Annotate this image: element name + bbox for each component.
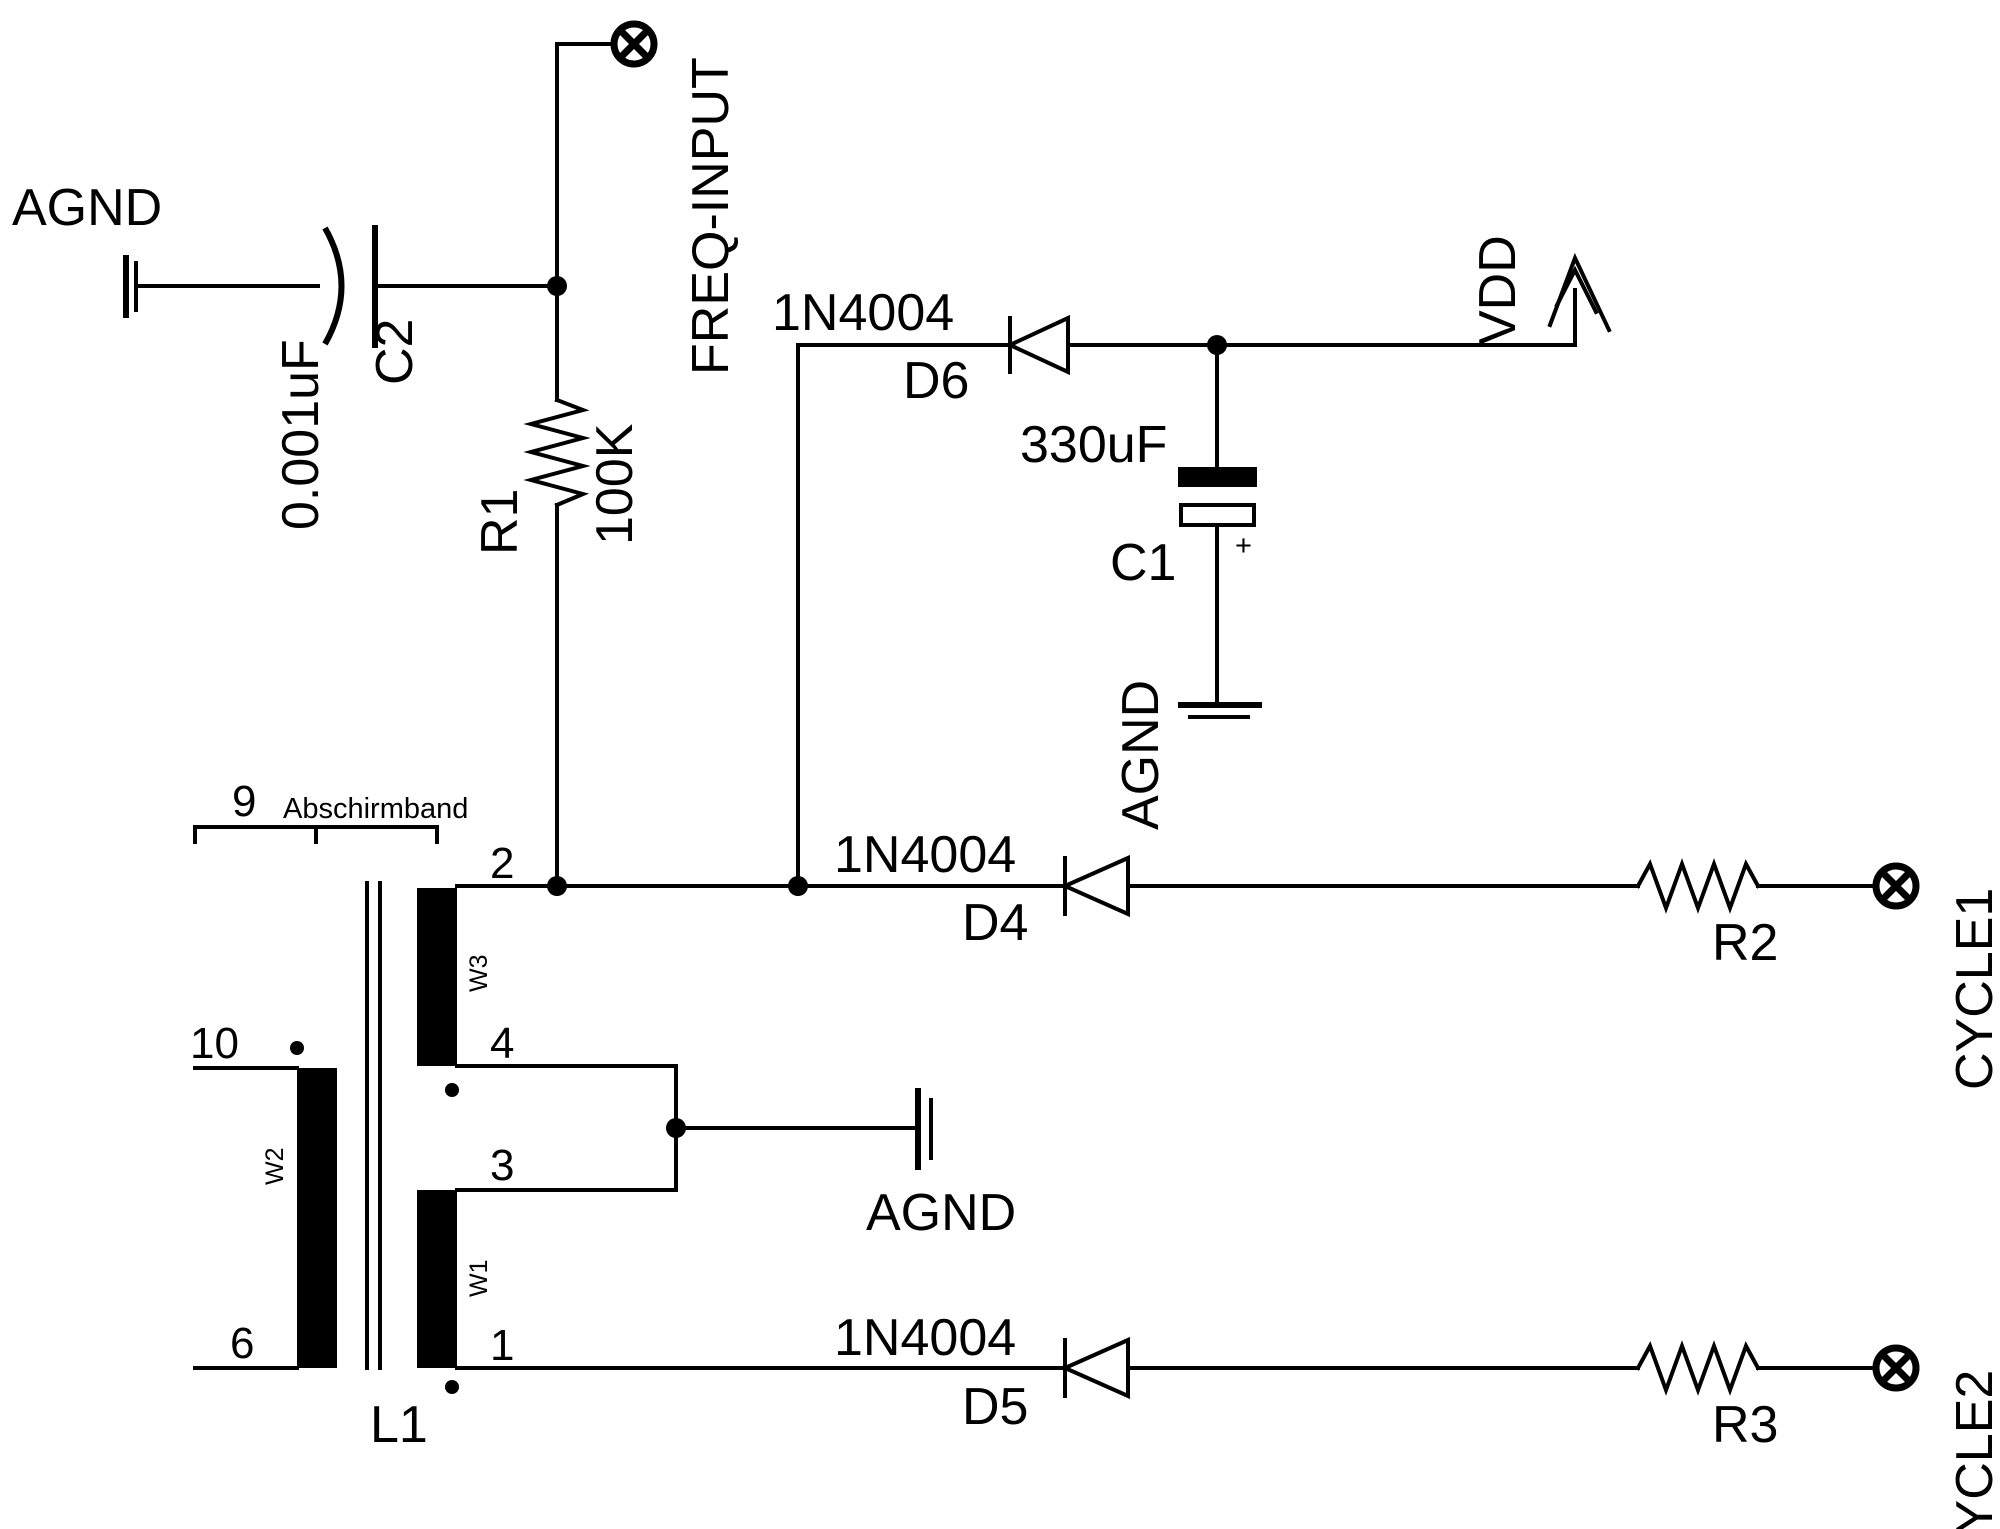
c2-value-label: 0.001uF (272, 339, 330, 530)
c1-value-label: 330uF (1020, 416, 1167, 474)
resistor-r3 (1635, 1340, 1761, 1396)
pin6-label: 6 (230, 1319, 254, 1368)
c1-polarity-label: + (1235, 530, 1252, 562)
d5-part-label: 1N4004 (834, 1309, 1016, 1367)
agnd-ground-transformer (915, 1088, 933, 1170)
c1-ref-label: C1 (1110, 534, 1176, 592)
freq-input-terminal (610, 20, 658, 68)
d4-part-label: 1N4004 (834, 826, 1016, 884)
pin2-label: 2 (490, 839, 514, 888)
cycle1-terminal (1872, 862, 1920, 910)
cycle2-terminal (1872, 1344, 1920, 1392)
junction-pin2-r1 (547, 876, 567, 896)
w1-label: W1 (465, 1260, 493, 1298)
junction-pin2-d6 (788, 876, 808, 896)
winding-w3 (417, 888, 457, 1066)
shield-band (193, 825, 439, 844)
r3-ref-label: R3 (1712, 1396, 1778, 1454)
w2-label: W2 (261, 1148, 289, 1186)
d6-ref-label: D6 (903, 352, 969, 410)
freq-input-label: FREQ-INPUT (682, 57, 740, 375)
cycle1-label: CYCLE1 (1946, 888, 2000, 1090)
polarity-dot-w2 (290, 1041, 304, 1055)
r1-value-label: 100K (586, 423, 644, 545)
transformer-core (365, 881, 382, 1370)
winding-w2 (297, 1068, 337, 1368)
pin3-label: 3 (490, 1141, 514, 1190)
agnd-ground-c1 (1178, 702, 1262, 719)
r1-ref-label: R1 (471, 489, 529, 555)
shield-band-label: Abschirmband (283, 793, 468, 825)
winding-w1 (417, 1190, 457, 1368)
l1-ref-label: L1 (370, 1396, 428, 1454)
polarity-dot-w3 (445, 1083, 459, 1097)
vdd-label: VDD (1469, 235, 1527, 345)
d5-ref-label: D5 (962, 1378, 1028, 1436)
c2-ref-label: C2 (366, 319, 424, 385)
d4-ref-label: D4 (962, 894, 1028, 952)
resistor-r1 (523, 397, 591, 508)
wire-d6-left (796, 343, 1012, 888)
capacitor-c1 (1178, 467, 1257, 527)
diode-d6 (1005, 314, 1070, 376)
wire-freq-input (555, 42, 612, 288)
diode-d5 (1060, 1336, 1130, 1400)
pin4-label: 4 (490, 1019, 514, 1068)
w3-label-text: W3 (465, 955, 493, 993)
resistor-r2 (1635, 858, 1761, 914)
pin10-label: 10 (190, 1019, 239, 1068)
shield-pin-label: 9 (232, 777, 256, 826)
polarity-dot-w1 (445, 1380, 459, 1394)
cycle2-label: CYCLE2 (1946, 1370, 2000, 1529)
agnd-c1-label: AGND (1112, 680, 1170, 830)
pin1-label: 1 (490, 1321, 514, 1370)
diode-d4 (1060, 854, 1130, 918)
d6-part-label: 1N4004 (772, 284, 954, 342)
agnd-label-top-left: AGND (12, 179, 162, 237)
r2-ref-label: R2 (1712, 914, 1778, 972)
vdd-supply-symbol (1547, 252, 1612, 347)
agnd-transformer-label: AGND (866, 1184, 1016, 1242)
